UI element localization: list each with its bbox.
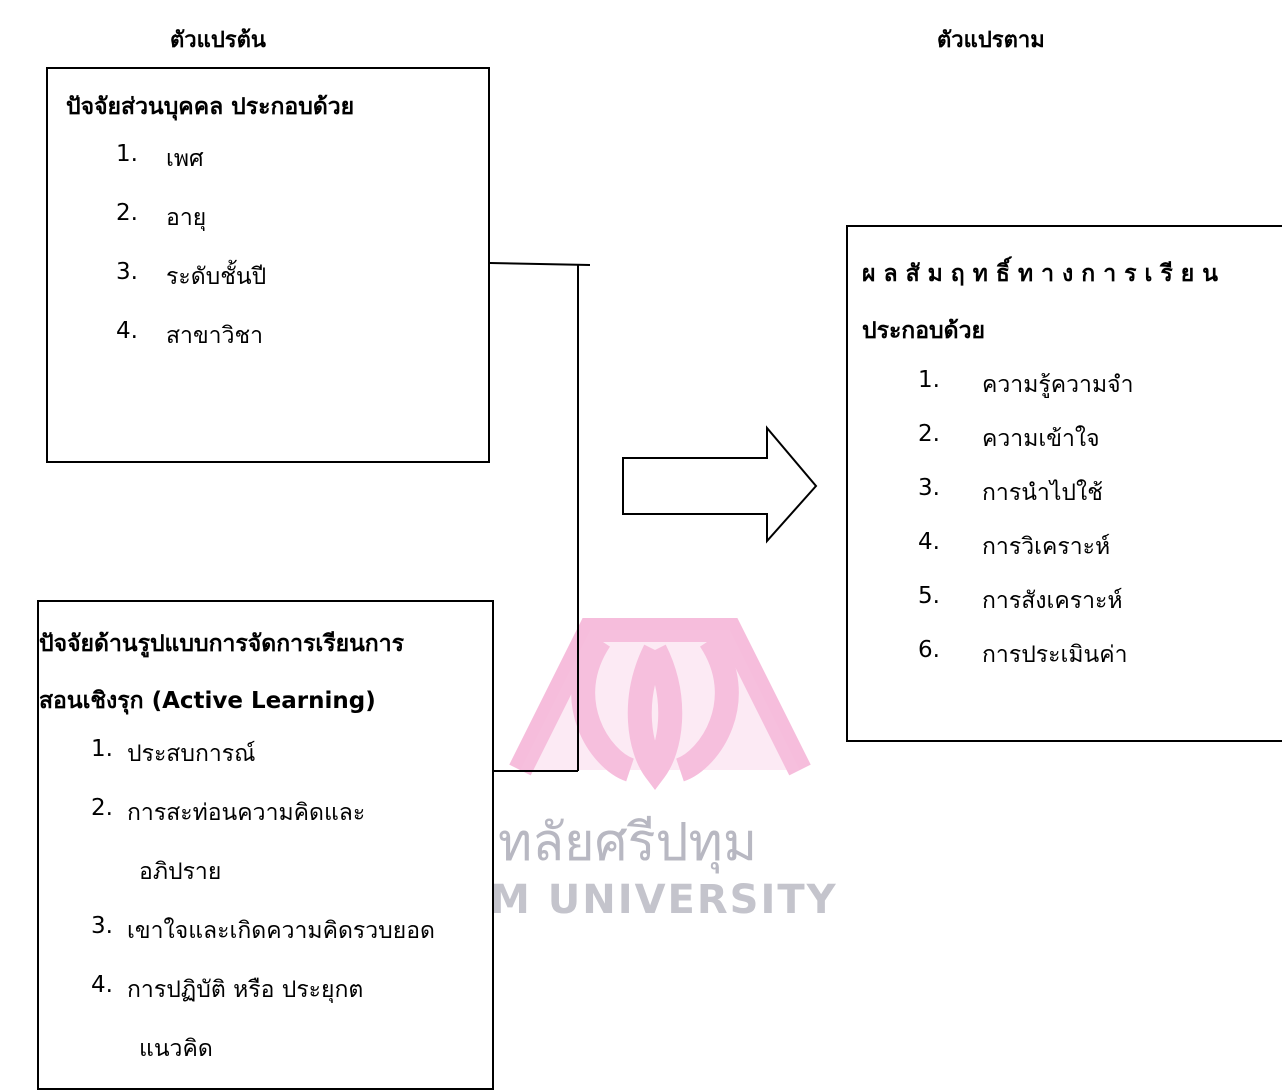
list-item: 2.การสะท่อนความคิดและ [91, 795, 366, 826]
personal-factors-title: ปัจจัยส่วนบุคคล ประกอบด้วย [66, 94, 355, 120]
dependent-variable-header: ตัวแปรตาม [937, 28, 1045, 53]
personal-connector-line [489, 262, 591, 266]
list-item: 3.ระดับชั้นปี [116, 259, 267, 290]
learning-outcome-title-line1: ผ ล สั ม ฤ ท ธิ์ ท า ง ก า ร เ รี ย น [862, 261, 1218, 287]
list-item: 1.ประสบการณ์ [91, 736, 256, 767]
active-learning-title-line2: สอนเชิงรุก (Active Learning) [39, 688, 376, 714]
list-item-continuation: แนวคิด [139, 1036, 213, 1062]
active-learning-title-line1: ปัจจัยด้านรูปแบบการจัดการเรียนการ [39, 631, 404, 657]
list-item: 3.การนำไปใช้ [918, 475, 1103, 506]
list-item: 6.การประเมินค่า [918, 637, 1128, 668]
active-learning-list: 1.ประสบการณ์ 2.การสะท่อนความคิดและ อภิปร… [91, 736, 435, 1090]
list-item: 2.ความเข้าใจ [918, 421, 1100, 452]
personal-factors-box: ปัจจัยส่วนบุคคล ประกอบด้วย 1.เพศ 2.อายุ … [46, 67, 490, 463]
learning-outcome-title-line2: ประกอบด้วย [862, 318, 985, 344]
list-item: 1.เพศ [116, 141, 204, 172]
list-item: 4.การวิเคราะห์ [918, 529, 1111, 560]
list-item: 4.สาขาวิชา [116, 318, 264, 349]
learning-outcome-box: ผ ล สั ม ฤ ท ธิ์ ท า ง ก า ร เ รี ย น ปร… [846, 225, 1282, 742]
list-item: 5.การสังเคราะห์ [918, 583, 1123, 614]
list-item: 1.ความรู้ความจำ [918, 367, 1134, 398]
list-item-continuation: อภิปราย [139, 859, 222, 885]
list-item: 3.เขาใจและเกิดความคิดรวบยอด [91, 913, 435, 944]
block-arrow-icon [622, 425, 818, 544]
list-item: 4.การปฏิบัติ หรือ ประยุกต [91, 972, 364, 1003]
list-item: 2.อายุ [116, 200, 207, 231]
personal-factors-list: 1.เพศ 2.อายุ 3.ระดับชั้นปี 4.สาขาวิชา [116, 141, 266, 377]
active-learning-factors-box: ปัจจัยด้านรูปแบบการจัดการเรียนการ สอนเชิ… [37, 600, 494, 1090]
learning-outcome-list: 1.ความรู้ความจำ 2.ความเข้าใจ 3.การนำไปใช… [918, 367, 1134, 691]
independent-variable-header: ตัวแปรต้น [170, 28, 266, 53]
